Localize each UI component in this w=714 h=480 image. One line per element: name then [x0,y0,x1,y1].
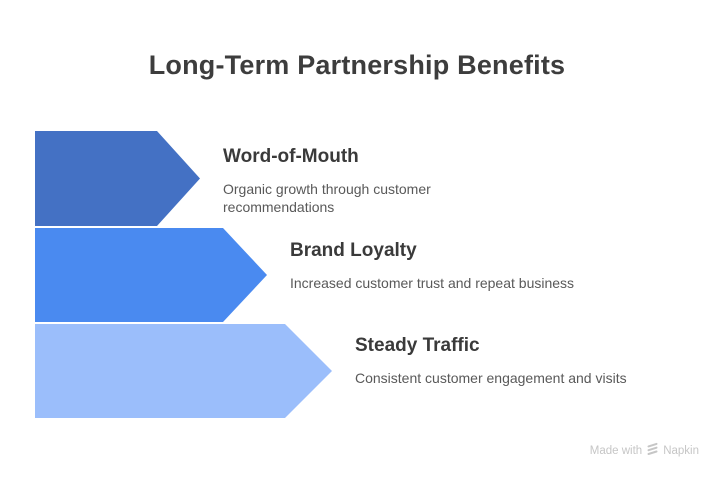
benefit-item-steady-traffic: Steady Traffic Consistent customer engag… [355,335,705,388]
benefit-heading: Word-of-Mouth [223,146,359,167]
benefit-heading: Steady Traffic [355,335,480,356]
benefit-heading: Brand Loyalty [290,240,417,261]
benefit-description: Increased customer trust and repeat busi… [290,275,575,291]
arrow-shape-steady-traffic [35,324,332,418]
arrow-shape-word-of-mouth [35,131,200,226]
napkin-brand-label: Napkin [663,444,699,457]
made-with-napkin-link[interactable]: Made with Napkin [590,442,699,459]
benefit-item-word-of-mouth: Word-of-Mouth Organic growth through cus… [223,146,463,216]
made-with-label: Made with [589,444,643,457]
benefit-description: Consistent customer engagement and visit… [355,370,627,386]
napkin-logo-icon [646,442,659,459]
arrow-shape-brand-loyalty [35,228,267,322]
diagram-title: Long-Term Partnership Benefits [148,50,566,80]
benefit-item-brand-loyalty: Brand Loyalty Increased customer trust a… [290,240,660,293]
benefit-description: Organic growth through customer recommen… [223,181,431,215]
